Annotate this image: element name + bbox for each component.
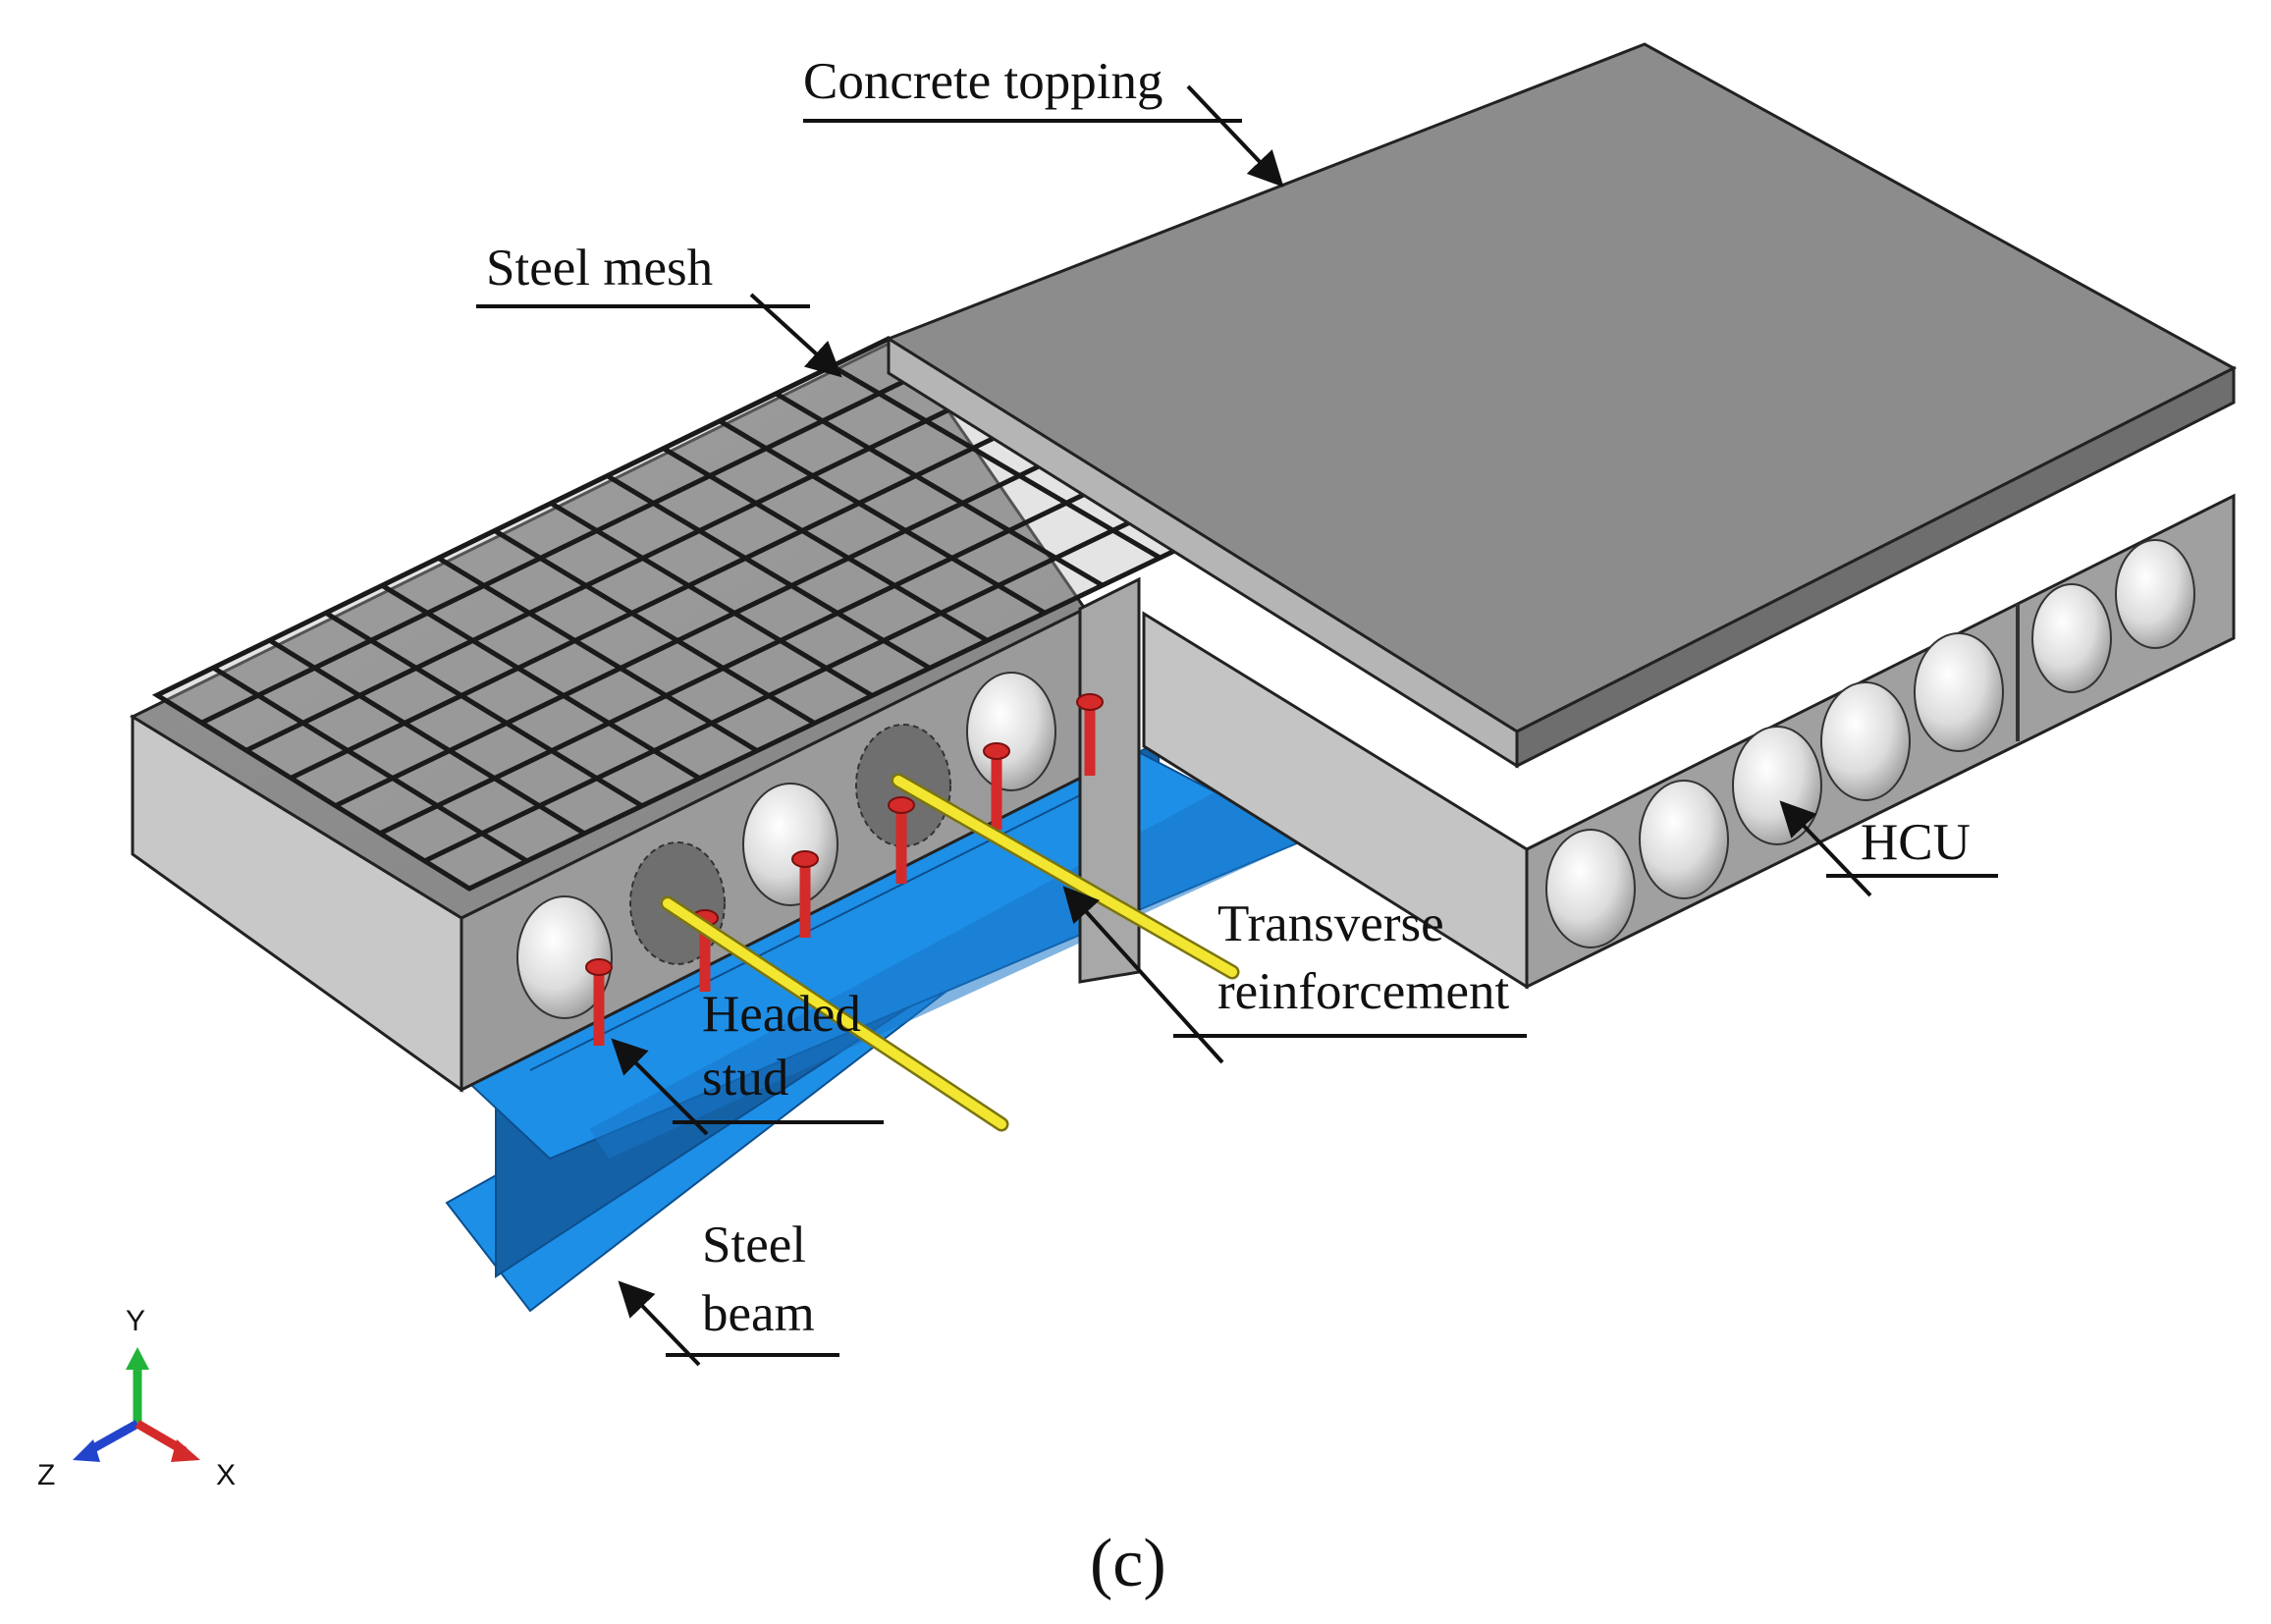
steel-mesh-bar (244, 391, 984, 753)
axis-x-label: X (216, 1459, 236, 1491)
hcu-slab-right (1078, 493, 2236, 990)
figure-caption: (c) (1090, 1526, 1166, 1601)
hcu-core-hole (1545, 829, 1636, 948)
hcu-core-hole (2115, 539, 2195, 649)
hcu-core-hole (1639, 780, 1729, 899)
headed-stud-head (791, 850, 819, 868)
label-headed-line2: stud (702, 1050, 788, 1107)
label-transverse-line2: reinforcement (1217, 963, 1509, 1020)
hcu-core-hole (516, 895, 613, 1019)
transverse-bar (663, 898, 1006, 1129)
label-concrete-topping: Concrete topping (803, 53, 1163, 110)
steel-mesh-bar (334, 446, 1078, 808)
label-steel-mesh: Steel mesh (486, 240, 713, 297)
steel-mesh-bar (268, 638, 586, 836)
steel-mesh-bar (493, 528, 816, 726)
headed-stud-head (1076, 693, 1104, 711)
diagram-labels: Concrete topping Steel mesh HCU Transver… (486, 53, 1971, 1342)
transverse-bar (893, 776, 1237, 977)
hcu-core-hole (1732, 726, 1822, 845)
hcu-core-hole (1914, 632, 2004, 752)
label-steel-line2: beam (702, 1285, 815, 1342)
topping-end-edge (887, 336, 1519, 769)
hcu-core-hole (1820, 681, 1911, 801)
steel-mesh-bar (211, 665, 528, 864)
steel-mesh-bar (662, 446, 989, 643)
headed-stud-head (983, 742, 1010, 760)
headed-studs (585, 693, 1104, 1046)
steel-mesh (151, 336, 1223, 892)
steel-mesh-bar (718, 418, 1047, 616)
axis-x-arrowhead-icon (171, 1439, 200, 1462)
hcu-core-hole (966, 672, 1056, 791)
transverse-reinforcement (660, 773, 1240, 1132)
steel-mesh-bar (775, 391, 1105, 588)
steel-mesh-bar (380, 583, 701, 781)
steel-mesh-bar (549, 501, 874, 698)
axis-z-arrow (85, 1420, 140, 1455)
hcu-core-hole (742, 783, 838, 906)
steel-mesh-bar (200, 363, 937, 726)
axis-triad: Y Z X (37, 1305, 236, 1491)
axis-z-label: Z (37, 1459, 55, 1491)
hcu-right-end (1142, 611, 1529, 990)
concrete-topping (885, 42, 2238, 769)
label-steel-line1: Steel (702, 1217, 806, 1273)
label-hcu: HCU (1861, 814, 1971, 871)
axis-z-arrowhead-icon (73, 1439, 100, 1462)
hcu-core-hole (2031, 583, 2112, 693)
steel-mesh-bar (379, 473, 1125, 836)
steel-mesh-bar (324, 611, 644, 808)
steel-mesh-bar (290, 418, 1031, 781)
steel-mesh-bar (423, 500, 1172, 864)
label-headed-line1: Headed (702, 986, 861, 1043)
steel-mesh-bar (606, 473, 932, 671)
hcu-slab-left (129, 337, 1088, 1093)
headed-stud-head (585, 958, 613, 976)
callout-lines (476, 84, 1998, 1367)
axis-y-arrowhead-icon (126, 1347, 149, 1370)
axis-y-label: Y (126, 1305, 145, 1337)
headed-stud-head (888, 796, 915, 814)
steel-mesh-bar (437, 556, 759, 753)
steel-mesh-bar (831, 363, 1162, 561)
label-transverse-line1: Transverse (1217, 895, 1444, 952)
